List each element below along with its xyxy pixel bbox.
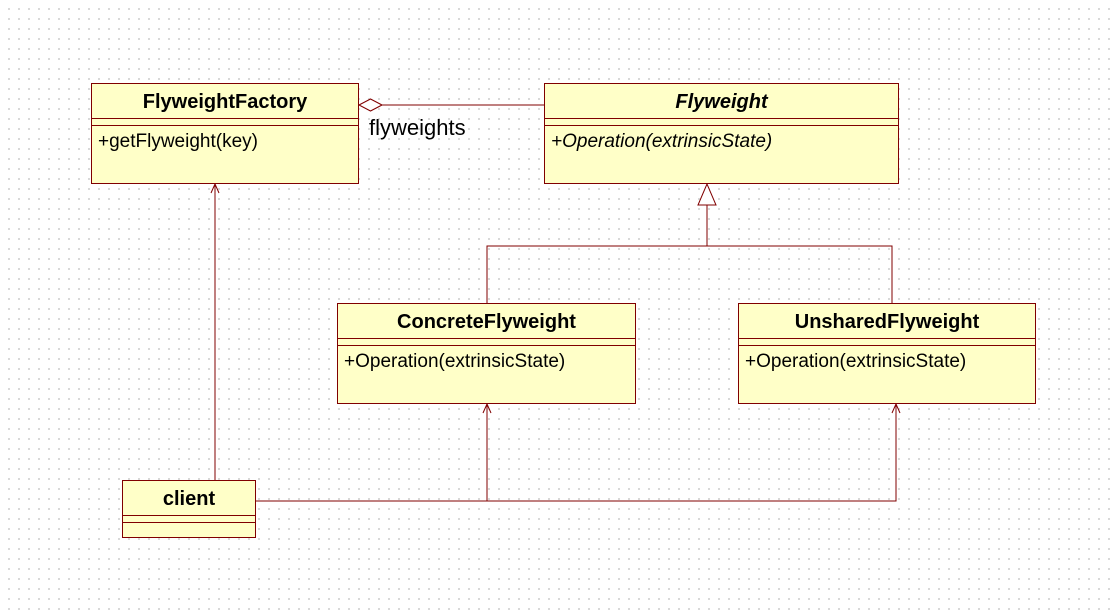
class-flyweight-factory[interactable]: FlyweightFactory +getFlyweight(key) bbox=[91, 83, 359, 184]
class-name: FlyweightFactory bbox=[142, 91, 308, 113]
divider bbox=[545, 118, 898, 119]
class-client[interactable]: client bbox=[122, 480, 256, 538]
operation: +getFlyweight(key) bbox=[98, 131, 258, 152]
operation: +Operation(extrinsicState) bbox=[745, 351, 967, 372]
divider bbox=[92, 118, 358, 119]
divider bbox=[92, 125, 358, 126]
class-name: Flyweight bbox=[675, 91, 768, 113]
divider bbox=[123, 522, 255, 523]
client-concrete-arrowhead bbox=[482, 402, 492, 414]
class-concrete-flyweight[interactable]: ConcreteFlyweight +Operation(extrinsicSt… bbox=[337, 303, 636, 404]
divider bbox=[739, 338, 1035, 339]
class-name: ConcreteFlyweight bbox=[397, 311, 576, 333]
aggregation-diamond bbox=[357, 98, 384, 112]
class-name: UnsharedFlyweight bbox=[794, 311, 980, 333]
class-unshared-flyweight[interactable]: UnsharedFlyweight +Operation(extrinsicSt… bbox=[738, 303, 1036, 404]
operation: +Operation(extrinsicState) bbox=[551, 131, 773, 152]
generalization-line[interactable] bbox=[486, 245, 893, 303]
client-flyweights-line[interactable] bbox=[256, 404, 897, 502]
operation: +Operation(extrinsicState) bbox=[344, 351, 566, 372]
divider bbox=[545, 125, 898, 126]
generalization-arrowhead bbox=[697, 182, 717, 206]
class-name: client bbox=[162, 488, 216, 510]
divider bbox=[739, 345, 1035, 346]
divider bbox=[338, 345, 635, 346]
association-label-flyweights: flyweights bbox=[369, 115, 466, 140]
divider bbox=[123, 515, 255, 516]
client-factory-arrowhead bbox=[210, 182, 220, 194]
class-flyweight[interactable]: Flyweight +Operation(extrinsicState) bbox=[544, 83, 899, 184]
client-unshared-arrowhead bbox=[891, 402, 901, 414]
divider bbox=[338, 338, 635, 339]
